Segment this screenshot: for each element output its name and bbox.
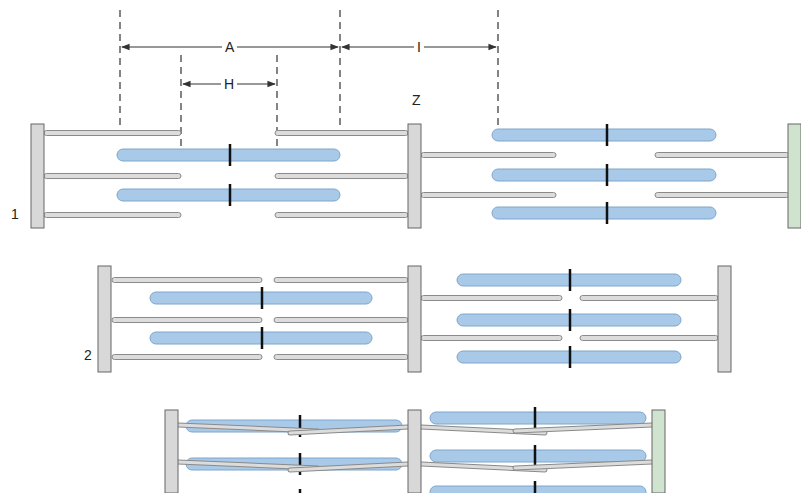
z-disc [788, 124, 801, 228]
m-line [261, 327, 264, 349]
thin-filament [421, 296, 562, 301]
thin-filament [178, 462, 318, 468]
thick-filament [492, 207, 716, 219]
thick-filament [430, 486, 646, 493]
thin-filament [290, 427, 408, 433]
thin-filament [112, 355, 262, 360]
m-line [534, 481, 537, 493]
thin-filament [44, 131, 181, 136]
z-disc [31, 124, 44, 228]
thin-filament [112, 278, 262, 283]
m-line [261, 287, 264, 309]
zone-label: H [221, 77, 237, 91]
thick-filament [117, 149, 340, 161]
thick-filament [430, 450, 646, 462]
m-line [569, 346, 572, 368]
thick-filament [492, 169, 716, 181]
thin-filament [655, 193, 789, 198]
thin-filament [275, 174, 408, 179]
m-line [229, 184, 232, 206]
thin-filament [275, 213, 408, 218]
thin-filament [515, 462, 652, 468]
band-label: A [222, 40, 237, 54]
thin-filament [515, 425, 652, 431]
thin-filament [655, 153, 789, 158]
m-line [534, 407, 537, 429]
thick-filament [430, 412, 646, 424]
z-disc [652, 410, 665, 493]
m-line [569, 269, 572, 291]
thin-filament [421, 193, 556, 198]
thin-filament [580, 336, 718, 341]
m-line [569, 309, 572, 331]
m-line [606, 202, 609, 224]
thin-filament [274, 318, 408, 323]
thin-filament [178, 425, 318, 431]
thin-filament [580, 296, 718, 301]
z-disc [98, 266, 111, 372]
thin-filament [178, 462, 318, 468]
m-line [534, 445, 537, 467]
band-label: I [414, 40, 424, 54]
thin-filament [44, 174, 181, 179]
thin-filament [515, 462, 652, 468]
z-disc [165, 410, 178, 493]
z-disc [718, 266, 731, 372]
thin-filament [290, 464, 408, 470]
row-number: 1 [8, 207, 22, 221]
thin-filament [421, 153, 556, 158]
z-disc [408, 410, 421, 493]
m-line [299, 489, 302, 493]
thin-filament [112, 318, 262, 323]
thin-filament [290, 427, 408, 433]
thin-filament [274, 278, 408, 283]
thin-filament [421, 336, 562, 341]
thin-filament [275, 131, 408, 136]
thin-filament [44, 213, 181, 218]
z-disc [408, 266, 421, 372]
z-line-label: Z [409, 93, 424, 107]
thin-filament [290, 464, 408, 470]
m-line [606, 164, 609, 186]
m-line [229, 144, 232, 166]
row-number: 2 [81, 348, 95, 362]
z-disc [408, 124, 421, 228]
thin-filament [515, 425, 652, 431]
thin-filament [274, 355, 408, 360]
thin-filament [178, 425, 318, 431]
thick-filament [492, 129, 716, 141]
thick-filament [117, 189, 340, 201]
m-line [606, 124, 609, 146]
